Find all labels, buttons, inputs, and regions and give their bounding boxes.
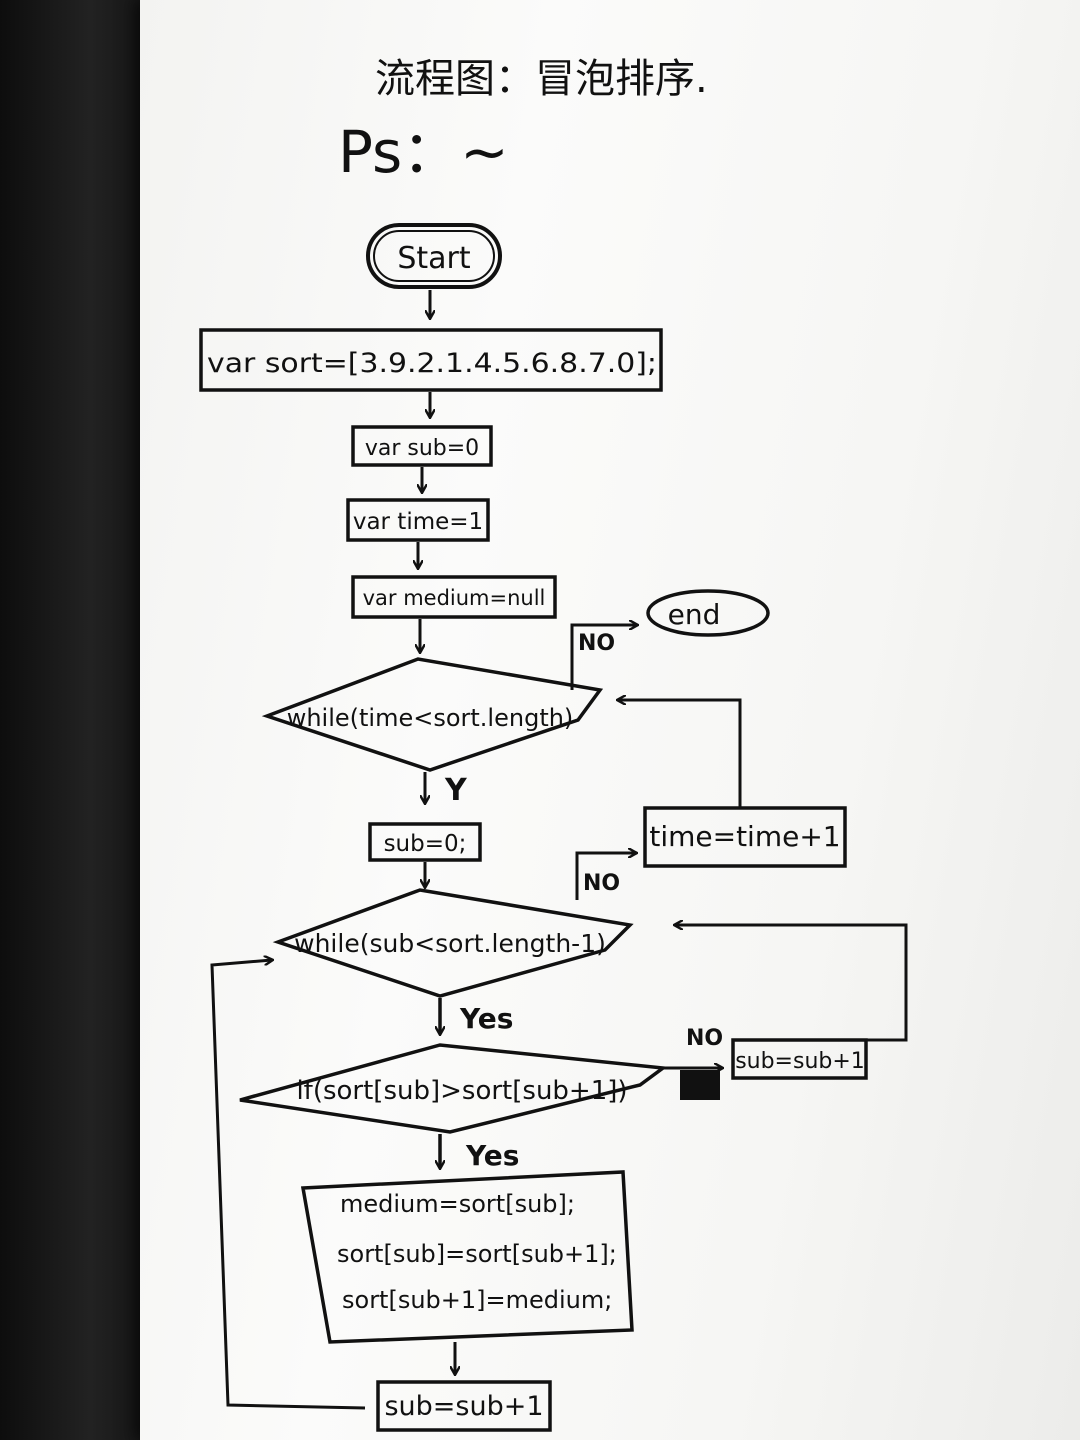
init-time-box: var time=1 bbox=[346, 498, 490, 542]
init-array-box: var sort=[3.9.2.1.4.5.6.8.7.0]; bbox=[199, 328, 663, 392]
outer-no-arrow bbox=[570, 625, 637, 690]
reset-sub-label: sub=0; bbox=[384, 831, 467, 857]
compare-no-label: NO bbox=[686, 1026, 723, 1051]
init-sub-label: var sub=0 bbox=[365, 436, 479, 461]
page-title: 流程图：冒泡排序. bbox=[375, 56, 708, 102]
time-increment-box: time=time+1 bbox=[643, 806, 847, 868]
init-medium-box: var medium=null bbox=[351, 575, 557, 619]
notebook-binder bbox=[0, 0, 150, 1440]
inner-loopback-arrow-left bbox=[210, 960, 366, 1410]
notebook-page bbox=[140, 0, 1080, 1440]
inner-yes-label: Yes bbox=[459, 1002, 513, 1035]
sub-increment-right-label: sub=sub+1 bbox=[735, 1049, 865, 1074]
inner-loop-decision: while(sub<sort.length-1) bbox=[272, 888, 634, 998]
compare-decision: if(sort[sub]>sort[sub+1]) bbox=[239, 1043, 668, 1134]
inner-no-arrow bbox=[575, 853, 636, 900]
inner-no-label: NO bbox=[583, 871, 620, 896]
init-time-label: var time=1 bbox=[353, 509, 483, 535]
page-subtitle: Ps：~ bbox=[338, 118, 509, 186]
init-sub-box: var sub=0 bbox=[351, 425, 493, 467]
sub-increment-right-box: sub=sub+1 bbox=[731, 1038, 868, 1080]
end-label: end bbox=[668, 598, 721, 631]
swap-line-2: sort[sub]=sort[sub+1]; bbox=[337, 1240, 617, 1268]
init-array-label: var sort=[3.9.2.1.4.5.6.8.7.0]; bbox=[207, 348, 657, 379]
swap-box: medium=sort[sub]; sort[sub]=sort[sub+1];… bbox=[300, 1170, 634, 1344]
start-terminal: Start bbox=[366, 223, 502, 289]
init-medium-label: var medium=null bbox=[363, 586, 546, 610]
outer-no-label: NO bbox=[578, 631, 615, 656]
swap-line-1: medium=sort[sub]; bbox=[340, 1190, 575, 1218]
outer-loop-label: while(time<sort.length) bbox=[287, 704, 574, 732]
compare-yes-label: Yes bbox=[465, 1139, 519, 1172]
outer-yes-label: Y bbox=[444, 773, 468, 808]
start-label: Start bbox=[397, 241, 471, 276]
inner-loop-label: while(sub<sort.length-1) bbox=[294, 929, 606, 958]
outer-loop-decision: while(time<sort.length) bbox=[261, 657, 604, 772]
swap-line-3: sort[sub+1]=medium; bbox=[342, 1286, 612, 1314]
sub-increment-bottom-label: sub=sub+1 bbox=[384, 1391, 543, 1422]
sub-increment-bottom-box: sub=sub+1 bbox=[376, 1380, 552, 1432]
inner-loopback-arrow-right bbox=[675, 925, 908, 1042]
outer-loopback-arrow bbox=[618, 700, 742, 808]
ink-scribble bbox=[680, 1070, 720, 1100]
reset-sub-box: sub=0; bbox=[368, 822, 482, 862]
time-increment-label: time=time+1 bbox=[649, 820, 840, 853]
end-terminal: end bbox=[646, 589, 770, 637]
compare-label: if(sort[sub]>sort[sub+1]) bbox=[296, 1076, 627, 1106]
